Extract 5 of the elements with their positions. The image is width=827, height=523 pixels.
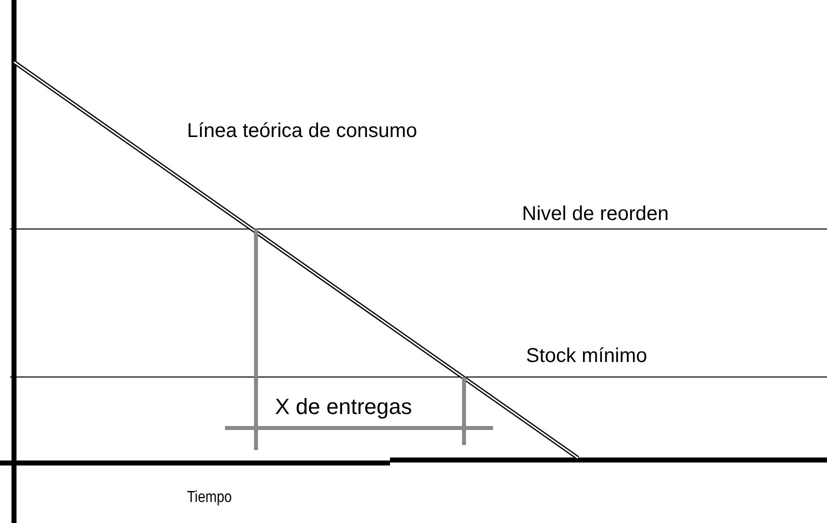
line-label: Línea teórica de consumo <box>187 121 418 141</box>
interval-label: X de entregas <box>275 396 412 418</box>
line-label: Nivel de reorden <box>522 204 669 224</box>
axis-label: Tiempo <box>187 490 232 506</box>
line-label: Stock mínimo <box>526 346 648 366</box>
